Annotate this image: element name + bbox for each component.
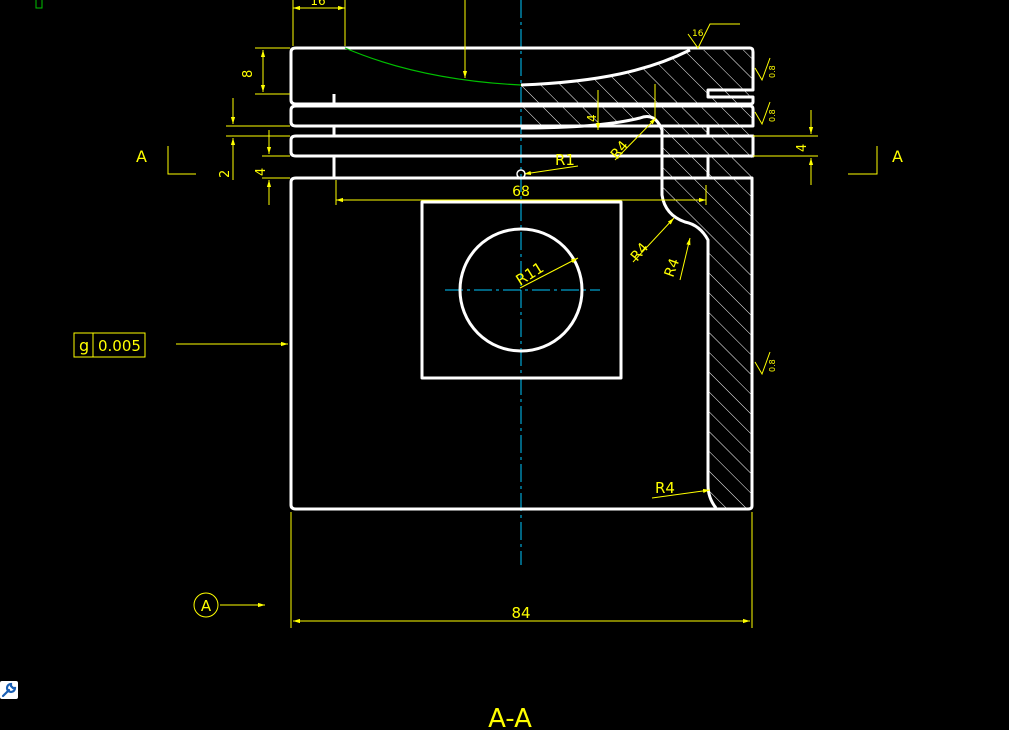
dim-top-partial: 16 xyxy=(310,0,325,8)
radius-r1: R1 xyxy=(555,151,575,169)
dim-4-left: 4 xyxy=(254,168,269,176)
section-marker-right: A xyxy=(892,147,903,166)
tolerance-value: 0.005 xyxy=(98,337,141,355)
datum-marker: A xyxy=(193,592,219,618)
datum-label: A xyxy=(201,597,212,615)
tolerance-frame: g 0.005 xyxy=(73,332,146,358)
radius-r11: R11 xyxy=(513,258,548,289)
dim-8: 8 xyxy=(241,70,256,78)
view-title: A-A xyxy=(488,704,532,730)
radius-r4-top: R4 xyxy=(608,138,632,163)
dim-4-groove: 4 xyxy=(585,114,599,122)
radius-r4-mid1: R4 xyxy=(628,240,652,265)
roughness-top: 16 xyxy=(692,29,704,39)
wrench-icon[interactable] xyxy=(0,681,18,699)
corner-mark xyxy=(35,0,43,9)
section-hatch xyxy=(521,50,752,508)
roughness-1: 0.8 xyxy=(768,65,777,78)
inner-cavity-contour xyxy=(520,48,718,509)
roughness-3: 0.8 xyxy=(768,359,777,372)
crown-curve xyxy=(344,47,522,86)
dim-2: 2 xyxy=(218,170,233,178)
radius-r4-mid2: R4 xyxy=(662,256,683,279)
dim-68: 68 xyxy=(512,184,530,200)
dimension-lines xyxy=(167,0,878,628)
radius-r4-bottom: R4 xyxy=(655,479,675,497)
r1-center-mark xyxy=(516,169,526,179)
roughness-2: 0.8 xyxy=(768,109,777,122)
dim-4-right: 4 xyxy=(795,144,810,152)
dimension-texts: 16 8 2 4 4 4 68 84 R1 R11 R4 R4 R4 R4 16… xyxy=(136,0,903,730)
tolerance-symbol: g xyxy=(79,336,89,355)
dim-84: 84 xyxy=(511,604,530,622)
section-marker-left: A xyxy=(136,147,147,166)
